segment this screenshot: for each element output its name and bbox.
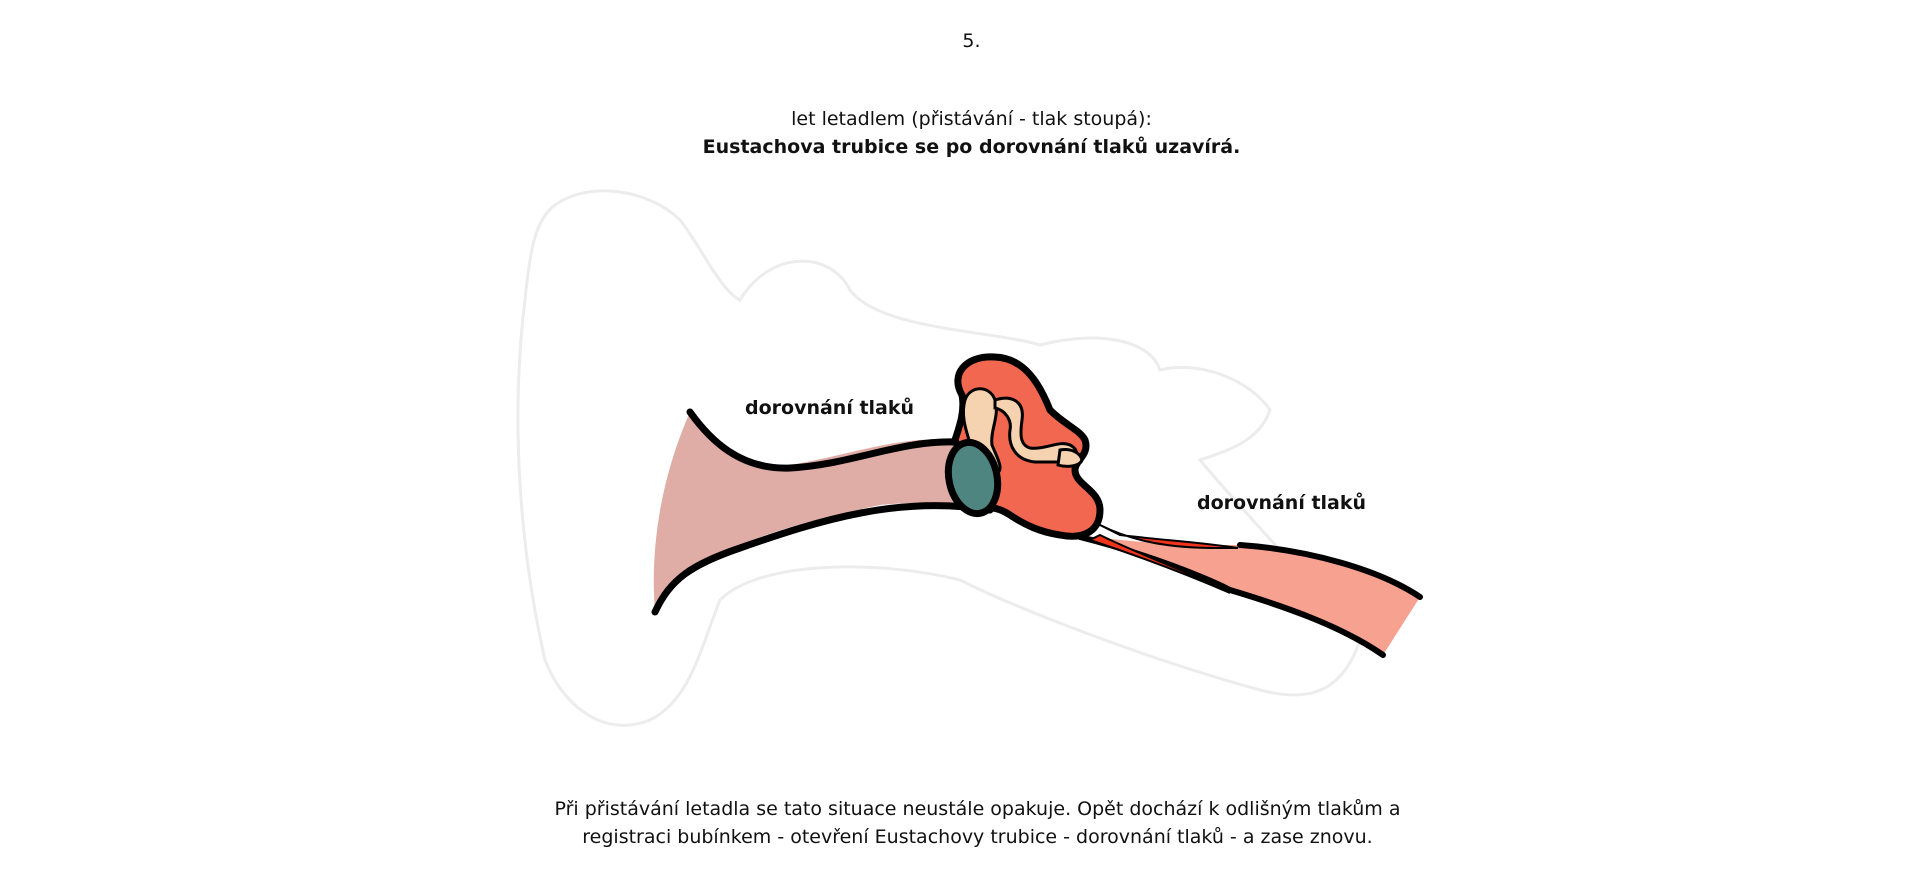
heading-subtitle: let letadlem (přistávání - tlak stoupá):: [791, 108, 1152, 130]
label-outer-pressure: dorovnání tlaků: [745, 397, 915, 419]
eustachian-tube-upper-wall: [1237, 542, 1423, 600]
label-tube-pressure: dorovnání tlaků: [1197, 492, 1367, 514]
ear-canal-lower-wall: [651, 502, 994, 616]
heading: let letadlem (přistávání - tlak stoupá):…: [0, 105, 1920, 161]
heading-title: Eustachova trubice se po dorovnání tlaků…: [702, 136, 1241, 158]
eardrum: [944, 438, 1002, 518]
tube-muscle-lower: [1087, 533, 1231, 594]
page-number: 5.: [962, 30, 981, 52]
description-line-2: registraci bubínkem - otevření Eustachov…: [582, 826, 1373, 848]
description: Při přistávání letadla se tato situace n…: [0, 795, 1920, 851]
description-line-1: Při přistávání letadla se tato situace n…: [554, 798, 1401, 820]
ossicle-stapes: [1056, 448, 1084, 468]
ear-canal: [653, 412, 985, 612]
ear-canal-upper-wall: [686, 408, 959, 472]
ossicle-incus: [993, 396, 1078, 464]
tube-muscle-upper: [1099, 524, 1239, 550]
